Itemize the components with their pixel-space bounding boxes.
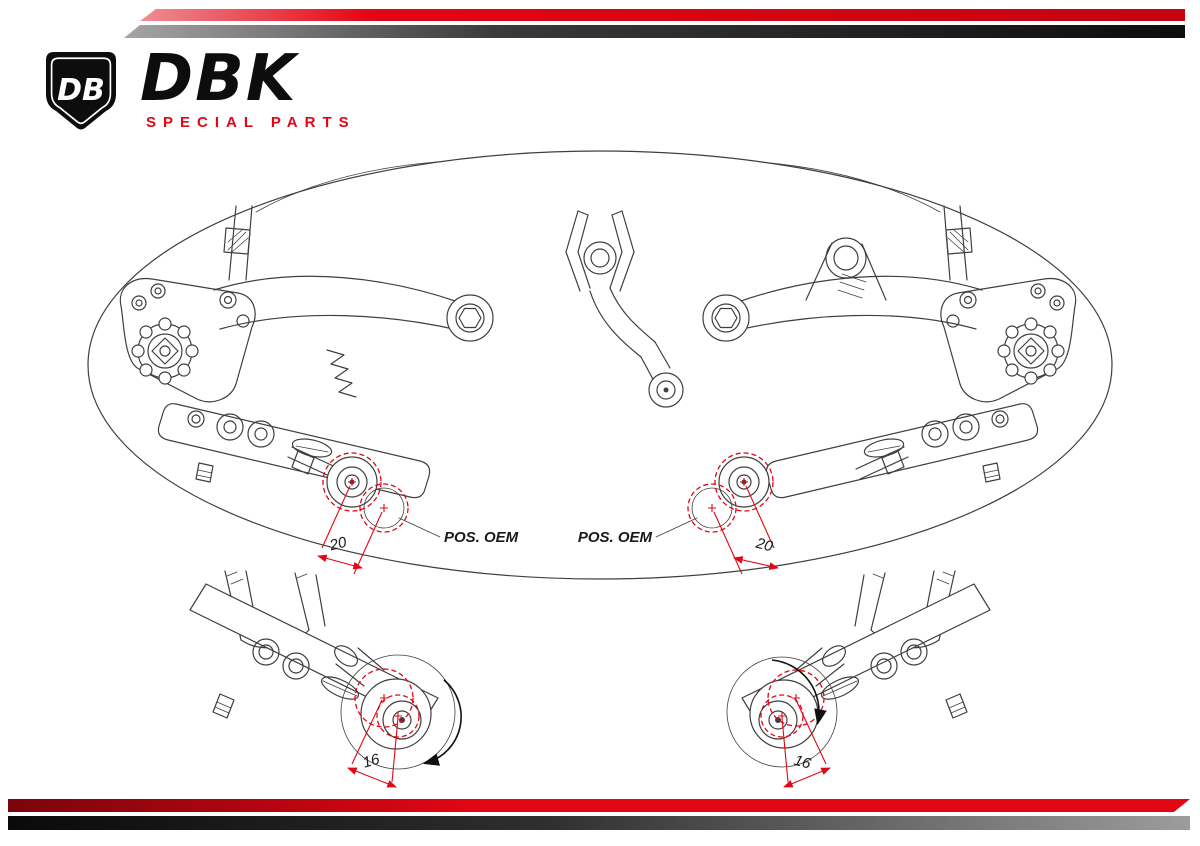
oem-position-circle-detail-left bbox=[354, 668, 414, 728]
detail-view-left: 16 bbox=[189, 570, 462, 788]
brand-name: DBK bbox=[140, 42, 298, 116]
top-red-stripe bbox=[140, 9, 1185, 21]
dimension-main-left: 20 bbox=[317, 485, 383, 575]
adjusted-position-circle-right bbox=[714, 452, 774, 512]
rotation-arrow-icon-right bbox=[771, 659, 827, 726]
left-rearset-assembly: 20 bbox=[119, 161, 494, 575]
bottom-black-stripe bbox=[8, 816, 1190, 830]
oem-position-circle-detail-right bbox=[767, 669, 825, 727]
main-ellipse-view: 20 bbox=[87, 150, 1113, 580]
brand-text: DBK SPECIAL PARTS bbox=[140, 42, 356, 131]
dimension-value-detail-left: 16 bbox=[361, 750, 382, 771]
right-eccentric-adjuster bbox=[687, 452, 774, 533]
right-adjuster-knob bbox=[997, 317, 1065, 385]
adjusted-position-circle-left bbox=[322, 452, 382, 512]
shield-monogram: DB bbox=[57, 73, 105, 108]
adjusted-position-circle-detail-left bbox=[376, 694, 420, 738]
dimension-main-right: 20 bbox=[713, 485, 779, 575]
dbk-shield-icon: DB bbox=[46, 52, 116, 130]
pos-oem-label-right: POS. OEM bbox=[578, 529, 653, 546]
left-adjuster-knob bbox=[131, 317, 199, 385]
right-rearset-assembly: 20 bbox=[687, 161, 1077, 575]
oem-position-circle-right bbox=[687, 483, 737, 533]
pos-oem-label-left: POS. OEM bbox=[444, 529, 519, 546]
shift-linkage bbox=[565, 210, 887, 408]
detail-left-eccentric bbox=[354, 668, 432, 750]
brand-logo: DB DBK SPECIAL PARTS bbox=[36, 42, 356, 136]
left-eccentric-adjuster bbox=[322, 452, 409, 533]
dimension-value-left: 20 bbox=[327, 534, 349, 555]
rotation-arrow-icon-left bbox=[422, 679, 462, 766]
dimension-detail-right: 16 bbox=[781, 699, 831, 788]
oem-position-circle-left bbox=[359, 483, 409, 533]
dimension-value-right: 20 bbox=[753, 535, 775, 556]
dimension-detail-left: 16 bbox=[347, 699, 399, 788]
oem-annotations: POS. OEM POS. OEM bbox=[398, 517, 698, 546]
top-black-stripe bbox=[124, 25, 1185, 38]
detail-view-right: 16 bbox=[726, 570, 991, 788]
dimension-value-detail-right: 16 bbox=[792, 752, 813, 773]
bottom-red-stripe bbox=[8, 799, 1190, 812]
brand-tagline: SPECIAL PARTS bbox=[146, 114, 356, 131]
